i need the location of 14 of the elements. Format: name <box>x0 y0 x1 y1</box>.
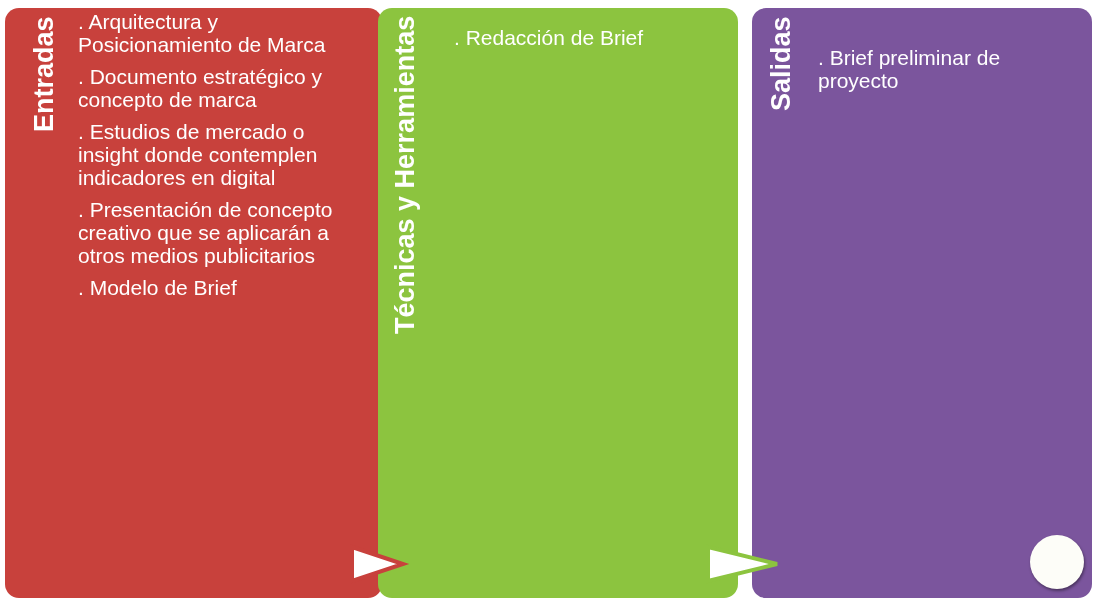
item-text: . Redacción de Brief <box>454 26 645 49</box>
stage-heading: Entradas <box>28 16 60 132</box>
end-circle <box>1030 535 1084 589</box>
item-text: . Documento estratégico y concepto de marca <box>78 65 323 111</box>
stage-panel <box>378 8 738 598</box>
item-text: . Estudios de mercado o insight donde contemplen indicadores en digital <box>78 120 319 189</box>
item-text: . Arquitectura y Posicionamiento de Marca <box>78 10 327 56</box>
item-text: . Brief preliminar de proyecto <box>818 46 1002 92</box>
stage-panel <box>5 8 382 598</box>
item-text: . Presentación de concepto creativo que se aplicarán a otros medios publicitarios <box>78 198 334 267</box>
stage-heading: Salidas <box>765 16 797 111</box>
stage-panel <box>752 8 1092 598</box>
item-text: . Modelo de Brief <box>78 276 238 299</box>
stage-heading: Técnicas y Herramientas <box>389 15 421 334</box>
